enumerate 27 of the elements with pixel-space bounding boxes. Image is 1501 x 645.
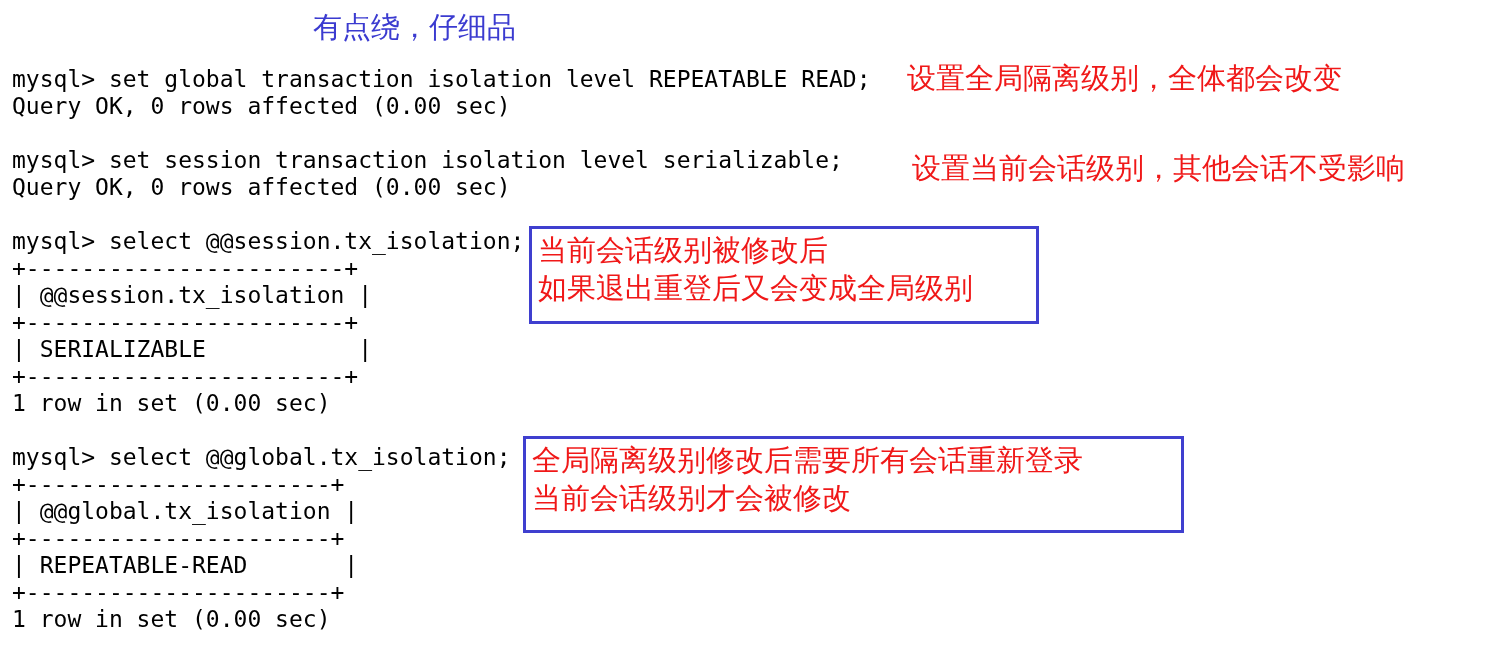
terminal-line: 1 row in set (0.00 sec) bbox=[12, 390, 331, 417]
terminal-line: | SERIALIZABLE | bbox=[12, 336, 373, 363]
terminal-line: Query OK, 0 rows affected (0.00 sec) bbox=[12, 93, 511, 120]
terminal-line: +-----------------------+ bbox=[12, 309, 359, 336]
annotation-text: 当前会话级别才会被修改 bbox=[532, 480, 852, 517]
terminal-line: Query OK, 0 rows affected (0.00 sec) bbox=[12, 174, 511, 201]
annotation-text: 设置全局隔离级别，全体都会改变 bbox=[907, 60, 1342, 96]
annotation-box bbox=[523, 436, 1184, 533]
terminal-line: | @@global.tx_isolation | bbox=[12, 498, 359, 525]
annotation-box bbox=[529, 226, 1039, 324]
annotation-text: 全局隔离级别修改后需要所有会话重新登录 bbox=[532, 442, 1084, 479]
terminal-line: mysql> select @@session.tx_isolation; bbox=[12, 228, 525, 255]
annotation-text: 设置当前会话级别，其他会话不受影响 bbox=[912, 150, 1405, 186]
terminal-line: mysql> set session transaction isolation level serializable; bbox=[12, 147, 843, 174]
annotation-text: 如果退出重登后又会变成全局级别 bbox=[538, 270, 974, 307]
terminal-line: +-----------------------+ bbox=[12, 255, 359, 282]
terminal-line: 1 row in set (0.00 sec) bbox=[12, 606, 331, 633]
terminal-line: mysql> set global transaction isolation level REPEATABLE READ; bbox=[12, 66, 871, 93]
terminal-line: mysql> select @@global.tx_isolation; bbox=[12, 444, 511, 471]
terminal-line: +-----------------------+ bbox=[12, 363, 359, 390]
terminal-line: +----------------------+ bbox=[12, 579, 345, 606]
terminal-line: +----------------------+ bbox=[12, 471, 345, 498]
terminal-line: | REPEATABLE-READ | bbox=[12, 552, 359, 579]
annotation-text: 当前会话级别被修改后 bbox=[538, 232, 829, 269]
terminal-line: | @@session.tx_isolation | bbox=[12, 282, 373, 309]
terminal-line: +----------------------+ bbox=[12, 525, 345, 552]
heading-note: 有点绕，仔细品 bbox=[313, 9, 516, 46]
